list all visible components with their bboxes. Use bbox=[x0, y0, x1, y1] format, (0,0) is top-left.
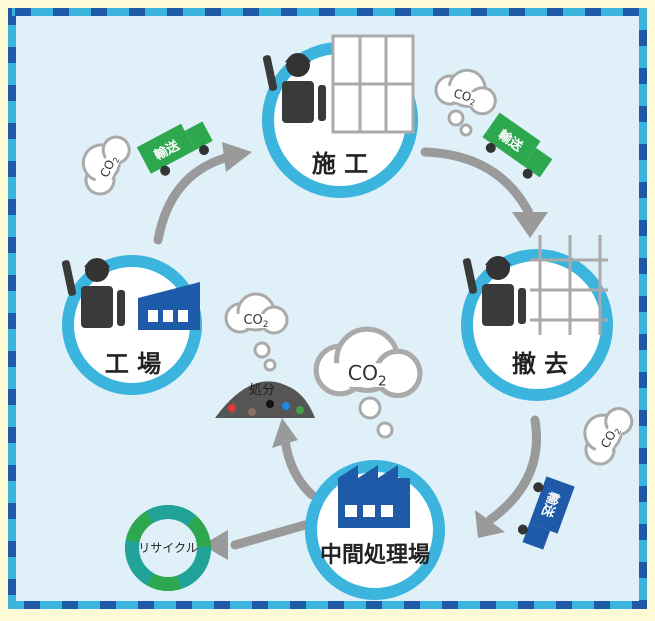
truck-demolition-to-intermediate: 輸送 bbox=[517, 476, 575, 550]
recycle-label: リサイクル bbox=[138, 541, 197, 555]
cycle-arrows bbox=[153, 147, 542, 550]
truck-construction-to-demolition: 輸送 bbox=[482, 112, 553, 179]
recycle-symbol: リサイクル bbox=[125, 505, 211, 591]
co2-cloud-4: CO2 bbox=[224, 292, 289, 335]
station-construction: 施 工 bbox=[262, 34, 418, 198]
arrow-factory-to-construction bbox=[153, 153, 230, 245]
disposal-label: 処分 bbox=[249, 383, 275, 398]
svg-text:CO2: CO2 bbox=[348, 361, 387, 389]
co2-cloud-3: CO2 bbox=[570, 395, 638, 472]
station-label-intermediate: 中間処理場 bbox=[320, 542, 430, 568]
station-factory: 工 場 bbox=[61, 255, 202, 395]
truck-factory-to-construction: 輸送 bbox=[136, 121, 213, 176]
co2-cloud-large: CO2 bbox=[316, 329, 420, 395]
station-label-construction: 施 工 bbox=[312, 150, 368, 178]
arrow-intermediate-to-disposal bbox=[280, 435, 317, 500]
arrow-construction-to-demolition bbox=[420, 147, 535, 220]
recycle-arrows-icon bbox=[125, 505, 211, 591]
co2-cloud-2: CO2 bbox=[431, 61, 504, 119]
arrow-demolition-to-intermediate bbox=[485, 415, 542, 525]
disposal-pile: 処分 bbox=[215, 381, 315, 418]
station-label-factory: 工 場 bbox=[105, 350, 161, 378]
scaffold-icon bbox=[530, 235, 608, 335]
station-intermediate: 中間処理場 bbox=[305, 460, 445, 600]
co2-bubbles bbox=[253, 109, 473, 439]
station-demolition: 撤 去 bbox=[461, 235, 613, 401]
svg-text:CO2: CO2 bbox=[243, 313, 268, 330]
arrow-intermediate-to-recycle bbox=[230, 520, 310, 550]
arrow-heads bbox=[202, 142, 548, 560]
svg-text:CO2: CO2 bbox=[452, 86, 478, 107]
svg-text:CO2: CO2 bbox=[97, 153, 121, 181]
waste-pile-icon bbox=[215, 381, 315, 418]
station-label-demolition: 撤 去 bbox=[512, 350, 568, 378]
co2-cloud-1: CO2 bbox=[70, 125, 135, 201]
dashed-border-alt bbox=[8, 8, 647, 609]
